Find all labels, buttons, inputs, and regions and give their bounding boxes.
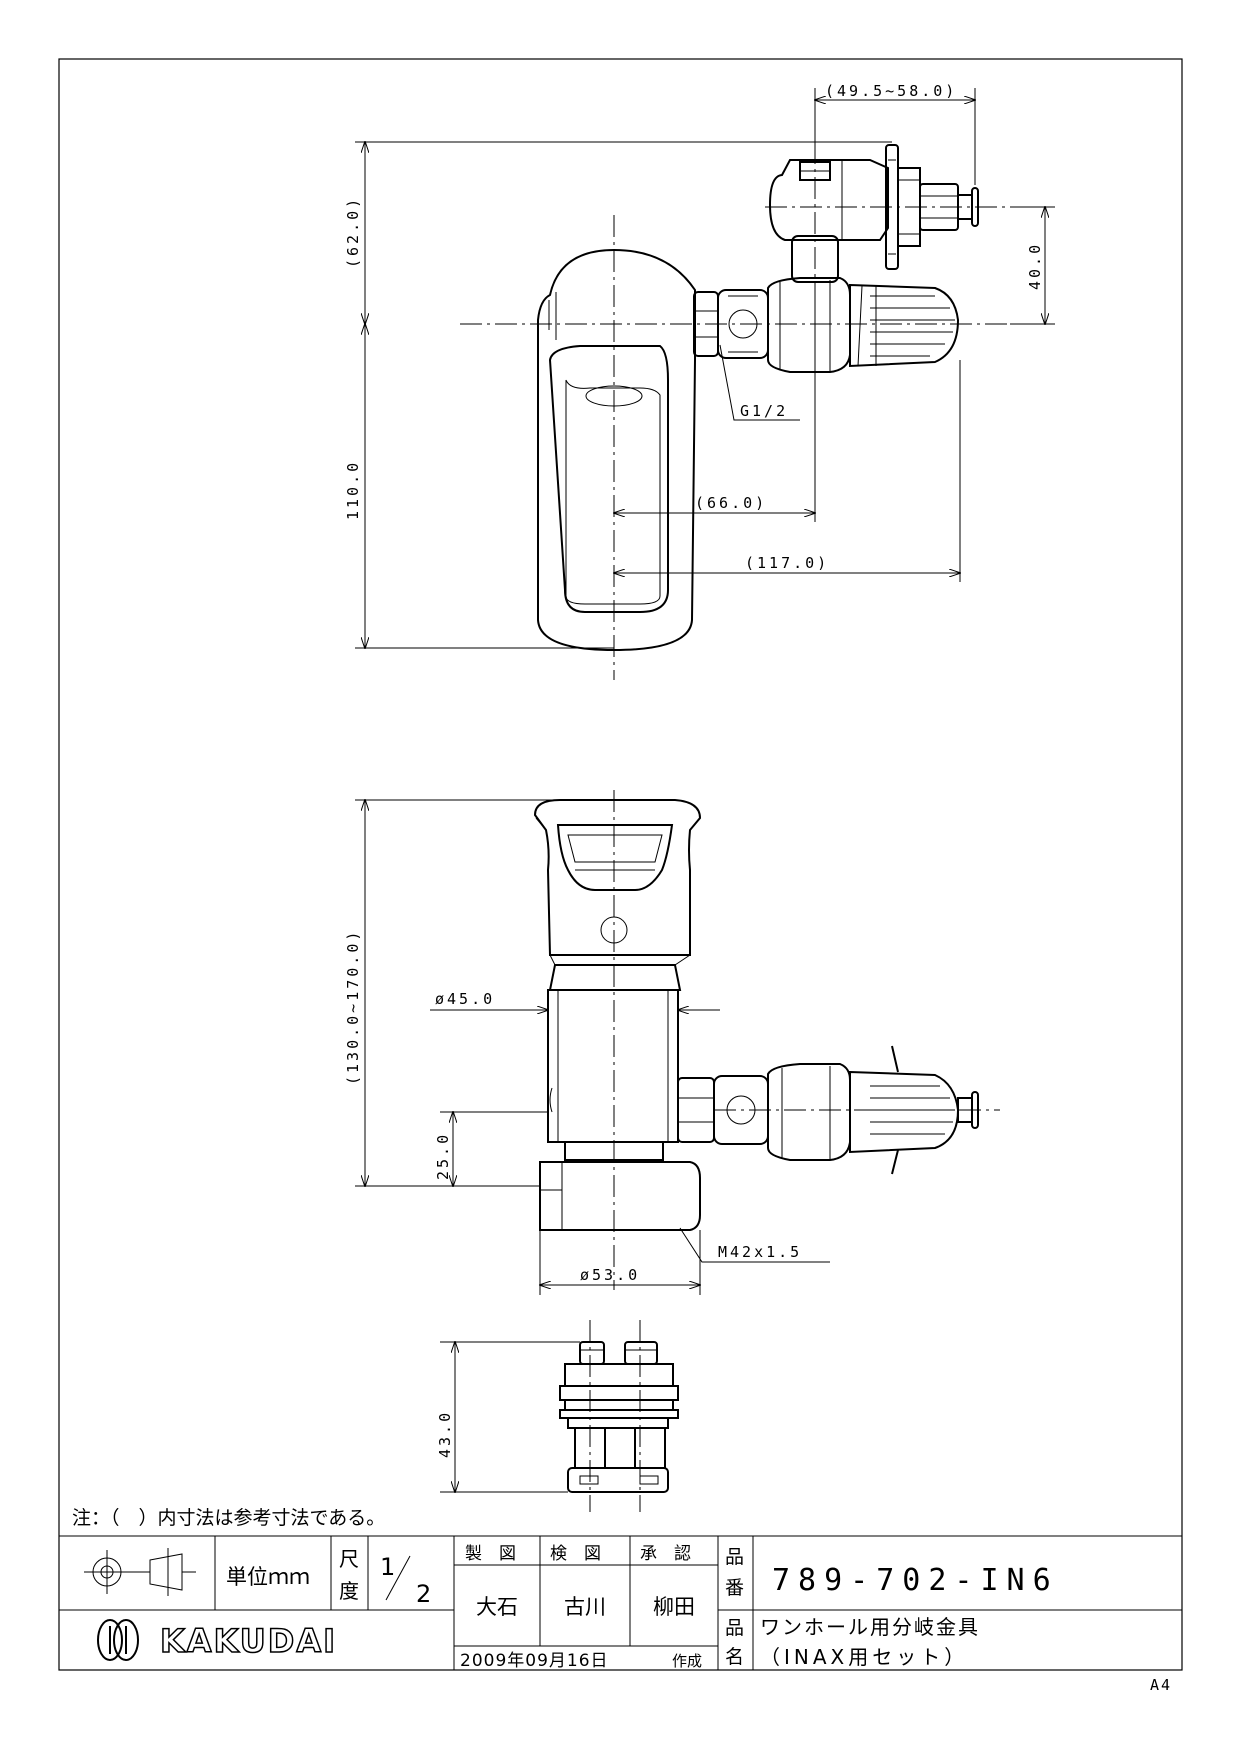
part-name-label-2: 名 <box>725 1646 744 1668</box>
drawing-date: 2009年09月16日 <box>460 1651 609 1671</box>
brand-name: KAKUDAI <box>160 1622 337 1660</box>
dim-offset-range: (49.5~58.0) <box>825 82 957 100</box>
approved-header: 承 認 <box>640 1544 691 1564</box>
dim-base-height: 25.0 <box>434 1132 452 1180</box>
dim-body-diameter: ø45.0 <box>435 990 495 1008</box>
dim-height-lower: 110.0 <box>344 460 362 520</box>
projection-symbol-icon <box>84 1548 196 1596</box>
bottom-view: 43.0 <box>436 1320 679 1512</box>
dim-reach-short: (66.0) <box>695 494 767 512</box>
part-number: 789-702-IN6 <box>772 1563 1059 1598</box>
dim-reach-long: (117.0) <box>745 554 829 572</box>
checked-header: 検 図 <box>550 1544 601 1564</box>
scale-denominator: 2 <box>416 1580 431 1608</box>
checked-by: 古川 <box>564 1595 606 1619</box>
drawn-header: 製 図 <box>465 1544 516 1564</box>
drawn-by: 大石 <box>476 1595 518 1619</box>
part-no-label-2: 番 <box>725 1577 744 1599</box>
reference-note: 注：（ ）内寸法は参考寸法である。 <box>72 1507 385 1529</box>
dim-branch-height: 40.0 <box>1026 242 1044 290</box>
paper-size: A4 <box>1150 1676 1172 1694</box>
front-view: (49.5~58.0) (62.0) 110.0 40.0 G1/2 (66.0… <box>344 82 1055 680</box>
dim-thread-g12: G1/2 <box>740 402 788 420</box>
part-name-label-1: 品 <box>725 1617 744 1639</box>
dim-bottom-height: 43.0 <box>436 1410 454 1458</box>
scale-label-1: 尺 <box>339 1547 359 1571</box>
part-name-line1: ワンホール用分岐金具 <box>760 1615 980 1639</box>
dim-base-diameter: ø53.0 <box>580 1266 640 1284</box>
scale-numerator: 1 <box>380 1553 395 1581</box>
side-view: (130.0~170.0) ø45.0 25.0 M42x1.5 ø53.0 <box>344 790 1000 1295</box>
kakudai-logo: KAKUDAI <box>97 1619 337 1661</box>
part-no-label-1: 品 <box>725 1546 744 1568</box>
dim-total-height: (130.0~170.0) <box>344 929 362 1085</box>
spout-body <box>537 248 696 652</box>
dim-base-thread: M42x1.5 <box>718 1243 802 1261</box>
scale-label-2: 度 <box>339 1579 359 1603</box>
title-block: 単位ｍｍ 尺 度 1 2 製 図 検 図 承 認 大石 古川 柳田 品 番 78… <box>58 1535 1183 1671</box>
part-name-line2: （INAX用セット） <box>760 1645 968 1669</box>
approved-by: 柳田 <box>653 1595 695 1619</box>
dim-height-upper: (62.0) <box>344 196 362 268</box>
created-label: 作成 <box>672 1652 702 1670</box>
unit-label: 単位ｍｍ <box>226 1565 310 1589</box>
